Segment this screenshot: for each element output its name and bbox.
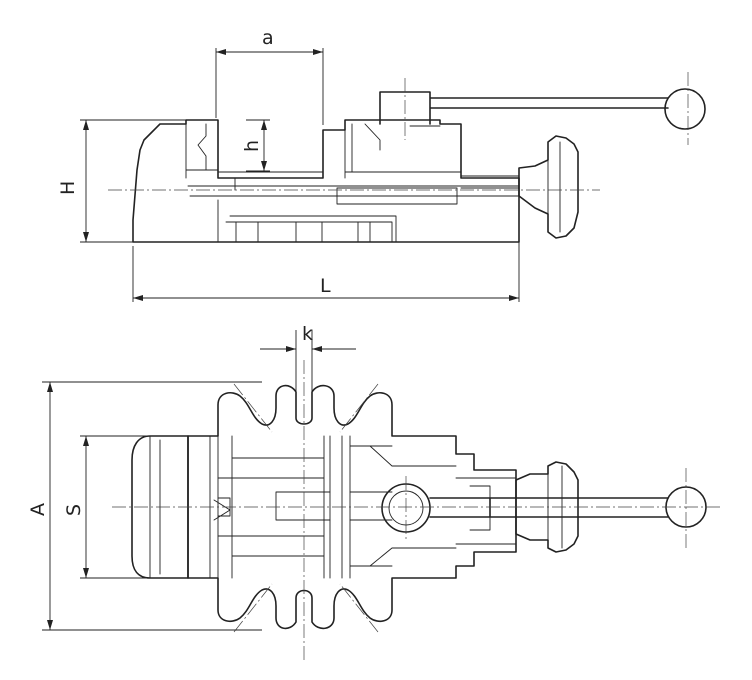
dimension-H: H [57,119,188,243]
top-lever [429,497,669,518]
top-body-outline [187,384,517,630]
dimension-a: a [215,27,324,125]
dimension-H-label: H [57,181,79,195]
base-windows [217,199,397,243]
dimension-A-label: A [27,503,49,516]
movable-jaw [344,123,462,179]
dimension-L: L [132,200,520,302]
dimension-k: k [260,323,356,400]
top-view [112,360,720,660]
dimension-a-label: a [262,27,274,49]
guide-slot [336,187,458,205]
side-lever-knob [664,88,706,130]
side-base [132,119,520,243]
side-handwheel [518,135,579,239]
dimension-S: S [63,435,150,579]
dimension-S-label: S [63,504,85,516]
side-lever [379,91,669,125]
dimension-h: h [241,119,270,172]
dimension-A: A [27,381,262,631]
top-handwheel [515,461,579,553]
dimension-h-label: h [241,140,263,152]
dimension-L-label: L [320,275,331,297]
dimension-k-label: k [302,323,313,345]
fixed-jaw [185,123,219,179]
top-slide [213,491,393,521]
side-view [108,72,706,243]
